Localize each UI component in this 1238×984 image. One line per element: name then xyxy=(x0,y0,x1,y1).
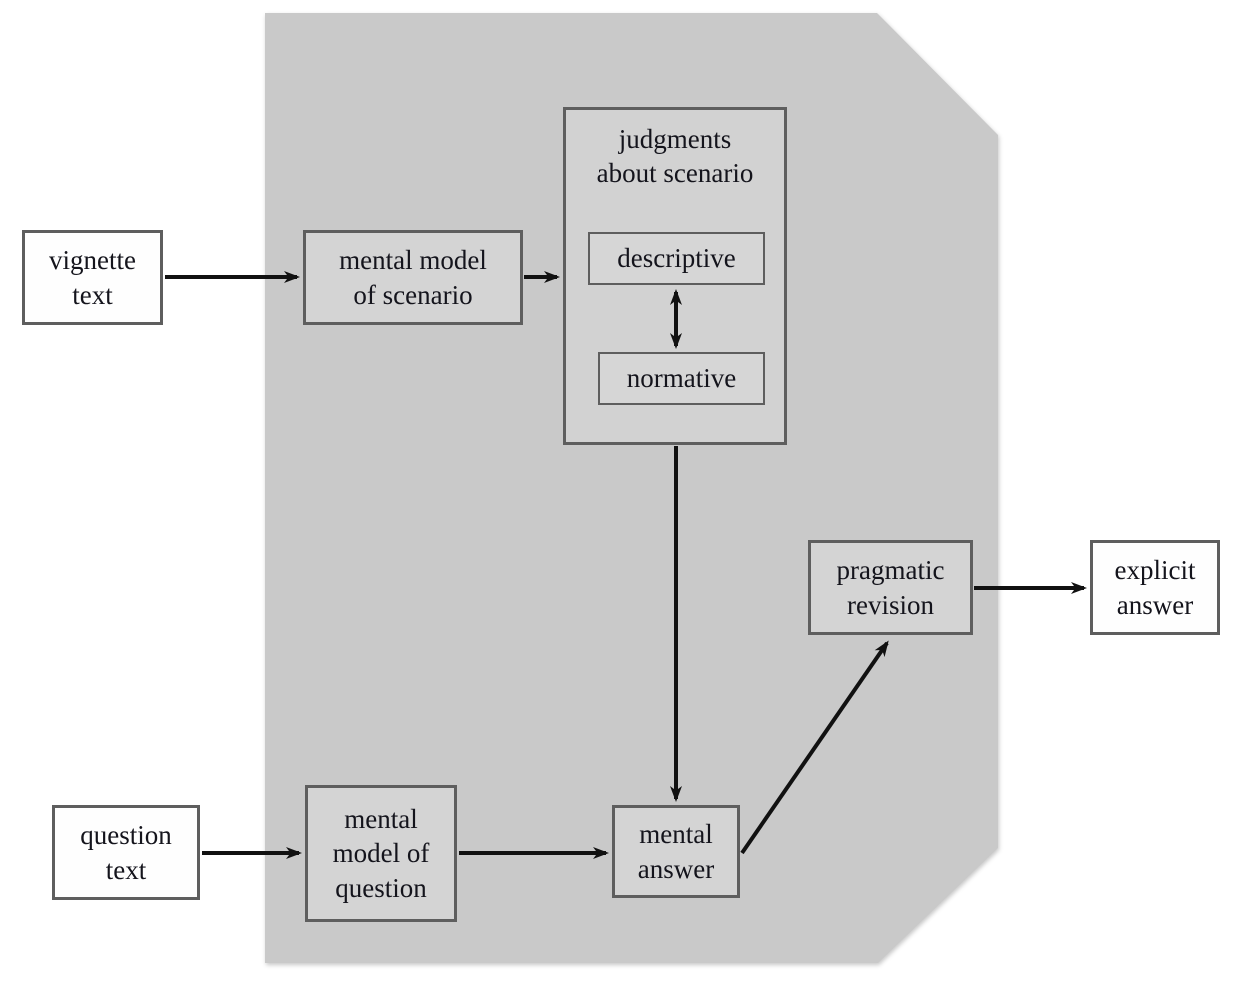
node-question-text: question text xyxy=(52,805,200,900)
node-pragmatic-revision: pragmatic revision xyxy=(808,540,973,635)
node-mental-model-of-question: mental model of question xyxy=(305,785,457,922)
node-vignette-text: vignette text xyxy=(22,230,163,325)
node-explicit-answer: explicit answer xyxy=(1090,540,1220,635)
node-mental-answer: mental answer xyxy=(612,805,740,898)
node-normative: normative xyxy=(598,352,765,405)
node-mental-model-of-scenario: mental model of scenario xyxy=(303,230,523,325)
node-descriptive: descriptive xyxy=(588,232,765,285)
